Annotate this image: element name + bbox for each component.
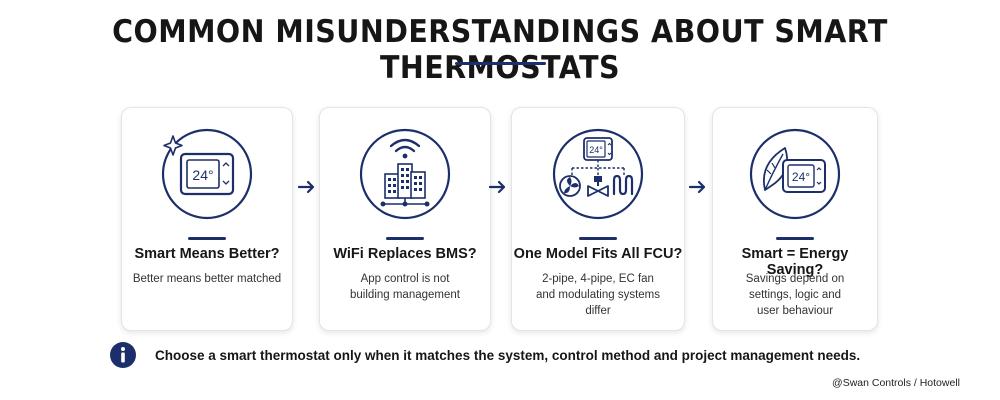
wifi-building-icon — [355, 124, 455, 224]
thermostat-sparkle-icon: 24° — [157, 124, 257, 224]
info-text: Choose a smart thermostat only when it m… — [155, 348, 861, 363]
card-underline — [188, 237, 226, 240]
leaf-thermostat-icon: 24° — [745, 124, 845, 224]
info-icon — [110, 342, 136, 368]
card-one-model-fits-all: 24° One Model Fits All FCU? 2-pipe, 4-pi… — [511, 107, 685, 331]
card-smart-energy-saving: 24° Smart = Energy Saving? Savings depen… — [712, 107, 878, 331]
title-underline — [455, 62, 546, 65]
arrow-right-icon — [297, 180, 315, 194]
card-title: WiFi Replaces BMS? — [333, 246, 477, 262]
card-wifi-replaces-bms: WiFi Replaces BMS? App control is not bu… — [319, 107, 491, 331]
card-title: One Model Fits All FCU? — [513, 246, 683, 262]
card-description: Savings depend on settings, logic and us… — [745, 273, 845, 317]
card-description: Better means better matched — [132, 273, 282, 285]
credit-text: @Swan Controls / Hotowell — [832, 377, 960, 389]
thermostat-display: 24° — [192, 167, 213, 183]
card-description: App control is not building management — [350, 273, 460, 301]
card-underline — [386, 237, 424, 240]
card-smart-means-better: 24° Smart Means Better? Better means bet… — [121, 107, 293, 331]
thermostat-fan-valve-coil-icon: 24° — [548, 124, 648, 224]
thermostat-display: 24° — [589, 145, 603, 155]
card-underline — [579, 237, 617, 240]
card-title: Smart = Energy Saving? — [741, 246, 849, 278]
card-description: 2-pipe, 4-pipe, EC fan and modulating sy… — [535, 273, 660, 317]
card-underline — [776, 237, 814, 240]
arrow-right-icon — [688, 180, 706, 194]
page-title: COMMON MISUNDERSTANDINGS ABOUT SMART THE… — [112, 14, 888, 86]
arrow-right-icon — [488, 180, 506, 194]
card-title: Smart Means Better? — [134, 246, 280, 262]
thermostat-display: 24° — [792, 170, 810, 184]
